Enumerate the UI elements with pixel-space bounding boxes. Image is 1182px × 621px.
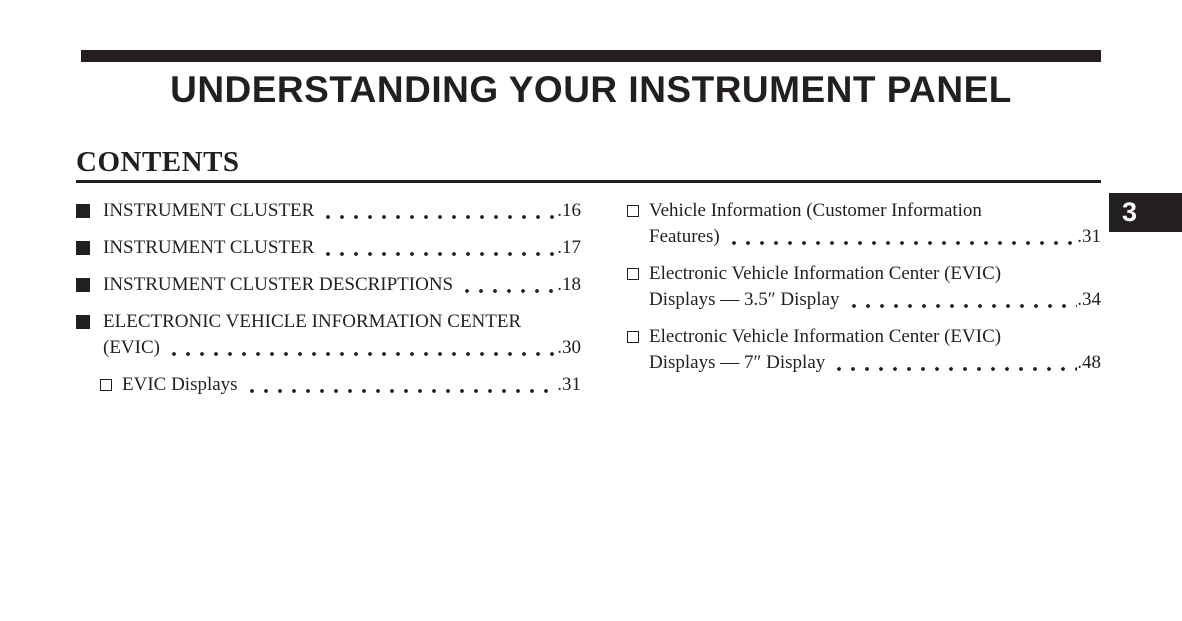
toc-page-number: .48 bbox=[1077, 352, 1101, 373]
open-square-bullet-icon bbox=[627, 205, 639, 217]
toc-entry-body: EVIC Displays .31 bbox=[122, 372, 581, 398]
toc-entry-body: INSTRUMENT CLUSTER .17 bbox=[103, 235, 581, 261]
toc-page-number: .16 bbox=[557, 200, 581, 221]
toc-page-number: .31 bbox=[557, 374, 581, 395]
dot-leader bbox=[166, 335, 558, 361]
filled-square-bullet-icon bbox=[76, 204, 90, 218]
toc-page-number: .34 bbox=[1077, 289, 1101, 310]
toc-entry-label: (EVIC) bbox=[103, 337, 160, 358]
toc-entry[interactable]: ELECTRONIC VEHICLE INFORMATION CENTER (EV… bbox=[76, 309, 581, 361]
toc-entry-label: INSTRUMENT CLUSTER bbox=[103, 200, 315, 221]
chapter-number: 3 bbox=[1122, 197, 1138, 227]
toc-entry[interactable]: Vehicle Information (Customer Informatio… bbox=[627, 198, 1101, 250]
contents-rule bbox=[76, 180, 1101, 183]
toc-entry-label: Features) bbox=[649, 226, 720, 247]
toc-entry[interactable]: EVIC Displays .31 bbox=[76, 372, 581, 398]
toc-page-number: .17 bbox=[557, 237, 581, 258]
dot-leader bbox=[321, 235, 558, 261]
toc-entry-label: Electronic Vehicle Information Center (E… bbox=[649, 263, 1002, 284]
toc-entry-body: Electronic Vehicle Information Center (E… bbox=[649, 324, 1101, 376]
toc-entry-label: EVIC Displays bbox=[122, 374, 238, 395]
toc-entry[interactable]: Electronic Vehicle Information Center (E… bbox=[627, 324, 1101, 376]
top-rule-bar bbox=[81, 50, 1101, 62]
toc-entry-body: Electronic Vehicle Information Center (E… bbox=[649, 261, 1101, 313]
toc-page-number: .31 bbox=[1077, 226, 1101, 247]
toc-entry-label: Vehicle Information (Customer Informatio… bbox=[649, 200, 982, 221]
toc-entry-label: Displays — 3.5″ Display bbox=[649, 289, 840, 310]
open-square-bullet-icon bbox=[100, 379, 112, 391]
dot-leader bbox=[321, 198, 558, 224]
dot-leader bbox=[832, 350, 1078, 376]
chapter-tab: 3 bbox=[1109, 193, 1182, 232]
toc-entry[interactable]: Electronic Vehicle Information Center (E… bbox=[627, 261, 1101, 313]
dot-leader bbox=[460, 272, 558, 298]
toc-entry-label: Displays — 7″ Display bbox=[649, 352, 826, 373]
dot-leader bbox=[726, 224, 1078, 250]
contents-heading: CONTENTS bbox=[76, 146, 240, 178]
toc-entry[interactable]: INSTRUMENT CLUSTER .16 bbox=[76, 198, 581, 224]
toc-entry-label: ELECTRONIC VEHICLE INFORMATION CENTER bbox=[103, 311, 522, 332]
open-square-bullet-icon bbox=[627, 331, 639, 343]
page-title: UNDERSTANDING YOUR INSTRUMENT PANEL bbox=[170, 69, 1012, 110]
toc-entry-label: Electronic Vehicle Information Center (E… bbox=[649, 326, 1002, 347]
toc-entry-body: INSTRUMENT CLUSTER DESCRIPTIONS .18 bbox=[103, 272, 581, 298]
toc-entry-body: INSTRUMENT CLUSTER .16 bbox=[103, 198, 581, 224]
toc-entry[interactable]: INSTRUMENT CLUSTER .17 bbox=[76, 235, 581, 261]
toc-entry-body: ELECTRONIC VEHICLE INFORMATION CENTER (EV… bbox=[103, 309, 581, 361]
dot-leader bbox=[846, 287, 1078, 313]
toc-entry-label: INSTRUMENT CLUSTER bbox=[103, 237, 315, 258]
filled-square-bullet-icon bbox=[76, 278, 90, 292]
toc-entry-label: INSTRUMENT CLUSTER DESCRIPTIONS bbox=[103, 274, 454, 295]
toc-right-column: Vehicle Information (Customer Informatio… bbox=[627, 198, 1101, 409]
filled-square-bullet-icon bbox=[76, 315, 90, 329]
dot-leader bbox=[244, 372, 558, 398]
filled-square-bullet-icon bbox=[76, 241, 90, 255]
open-square-bullet-icon bbox=[627, 268, 639, 280]
toc-entry[interactable]: INSTRUMENT CLUSTER DESCRIPTIONS .18 bbox=[76, 272, 581, 298]
toc-entry-body: Vehicle Information (Customer Informatio… bbox=[649, 198, 1101, 250]
toc-page-number: .30 bbox=[557, 337, 581, 358]
toc-page-number: .18 bbox=[557, 274, 581, 295]
